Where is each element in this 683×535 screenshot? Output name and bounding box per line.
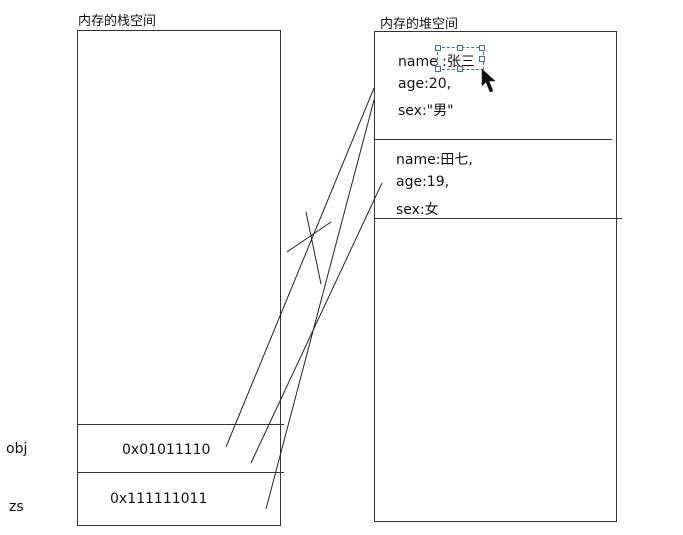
- cross-out-mark: [305, 211, 322, 285]
- heap-divider-1: [374, 139, 612, 140]
- heap-object-2-sex: sex:女: [396, 202, 439, 218]
- heap-object-2-age: age:19,: [396, 174, 450, 190]
- heap-object-1-name[interactable]: name :张三: [398, 54, 475, 70]
- stack-memory-box: [77, 30, 281, 526]
- mouse-cursor-icon: [481, 68, 496, 93]
- selection-handle[interactable]: [435, 45, 441, 51]
- selection-handle[interactable]: [457, 66, 463, 72]
- reference-line: [250, 182, 383, 464]
- heap-object-1-age: age:20,: [398, 76, 452, 92]
- stack-divider-2: [77, 472, 284, 473]
- selection-handle[interactable]: [479, 56, 485, 62]
- stack-label-zs: zs: [9, 499, 24, 515]
- reference-line: [265, 99, 375, 510]
- stack-value-zs: 0x111111011: [110, 491, 208, 507]
- selection-handle[interactable]: [479, 45, 485, 51]
- stack-divider-1: [77, 424, 284, 425]
- heap-object-2-name: name:田七,: [396, 152, 473, 168]
- stack-label-obj: obj: [6, 441, 28, 457]
- stack-title: 内存的栈空间: [78, 14, 157, 29]
- heap-memory-box: [374, 31, 617, 522]
- cross-out-mark: [286, 221, 332, 253]
- selection-handle[interactable]: [457, 45, 463, 51]
- heap-divider-2: [374, 218, 622, 219]
- selection-handle[interactable]: [435, 66, 441, 72]
- reference-line: [225, 87, 375, 448]
- heap-title: 内存的堆空间: [380, 17, 459, 32]
- heap-object-1-sex: sex:"男": [398, 103, 454, 119]
- stack-value-obj: 0x01011110: [122, 442, 211, 458]
